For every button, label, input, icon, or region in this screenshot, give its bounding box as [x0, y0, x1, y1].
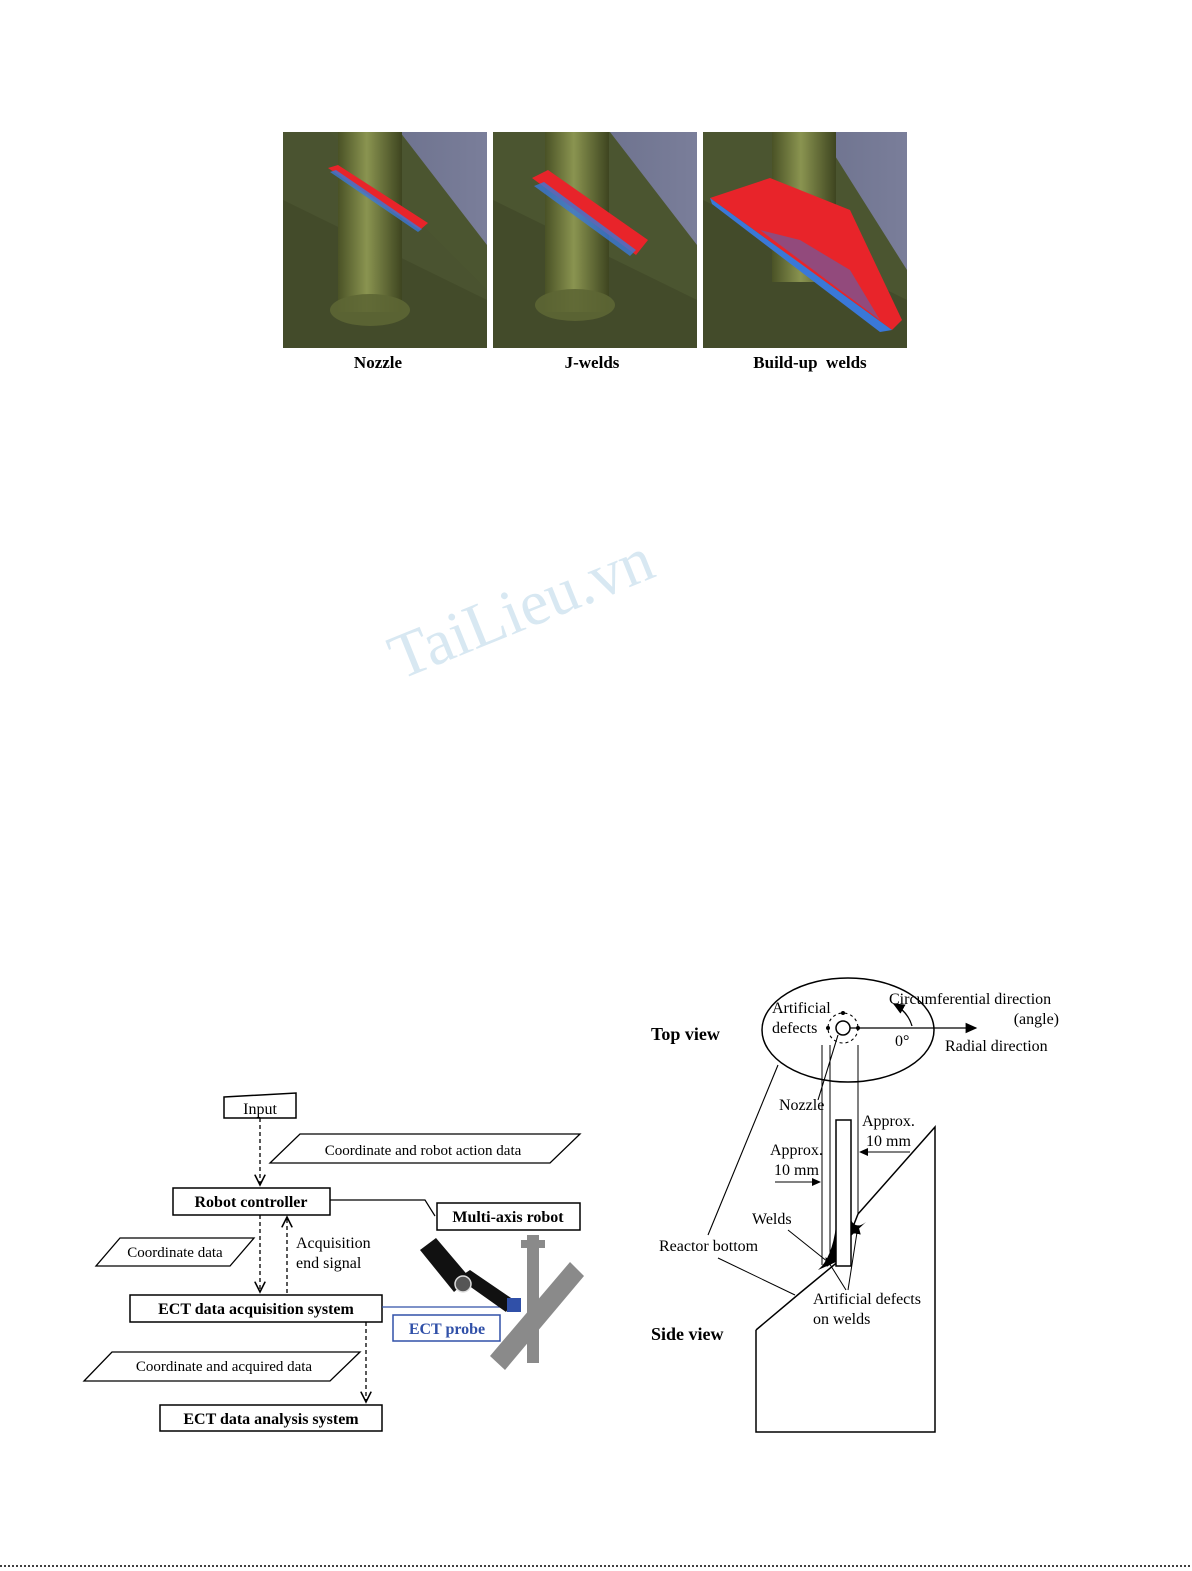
- render-panel-jwelds: [493, 132, 697, 348]
- approx-left-label-2: 10 mm: [774, 1162, 819, 1179]
- artificial-defects-label-1: Artificial: [772, 1000, 831, 1017]
- ect-analysis-label: ECT data analysis system: [183, 1411, 359, 1428]
- welds-leader: [787, 1229, 829, 1263]
- defects-on-welds-label-1: Artificial defects: [813, 1291, 921, 1308]
- radial-direction-label: Radial direction: [945, 1038, 1048, 1055]
- ect-acquisition-label: ECT data acquisition system: [158, 1301, 354, 1318]
- render-panel-nozzle: [283, 132, 487, 348]
- coordinate-data-label: Coordinate data: [127, 1245, 223, 1261]
- watermark: TaiLieu.vn: [379, 523, 663, 693]
- coord-action-data-node: [268, 1133, 582, 1164]
- render-panel-buildup-welds: [703, 132, 907, 348]
- input-node: [223, 1092, 297, 1119]
- robot-illustration: [420, 1235, 584, 1370]
- controller-to-robot-line: [330, 1199, 436, 1217]
- coord-acquired-data-node: [82, 1351, 362, 1382]
- reactor-bottom-label: Reactor bottom: [659, 1238, 759, 1255]
- artificial-defects-label-2: defects: [772, 1020, 817, 1037]
- circumferential-arrow: [892, 1003, 913, 1027]
- side-view-nozzle: [835, 1119, 852, 1267]
- top-to-side-leader-left: [707, 1064, 779, 1236]
- approx-right-label-2: 10 mm: [866, 1133, 911, 1150]
- ect-acquisition-node: [129, 1294, 383, 1323]
- reactor-bottom-outline: [755, 1125, 936, 1433]
- ect-probe-label: ECT probe: [409, 1321, 485, 1338]
- welds-label: Welds: [752, 1211, 792, 1228]
- multi-axis-robot-node: [436, 1202, 581, 1231]
- side-view-weld-left: [818, 1226, 836, 1270]
- coordinate-data-node: [94, 1237, 256, 1267]
- multi-axis-robot-label: Multi-axis robot: [452, 1209, 564, 1226]
- top-view-nozzle-circle: [835, 1020, 851, 1036]
- top-view-ellipse: [761, 977, 935, 1083]
- coord-acquired-data-label: Coordinate and acquired data: [136, 1359, 313, 1375]
- coord-action-data-label: Coordinate and robot action data: [325, 1143, 522, 1159]
- robot-controller-label: Robot controller: [194, 1194, 307, 1211]
- approx-right-label-1: Approx.: [862, 1113, 915, 1130]
- nozzle-leader: [817, 1034, 839, 1101]
- ect-analysis-node: [159, 1404, 383, 1432]
- defect-dot-1: [826, 1026, 830, 1030]
- panel-label-buildup-welds: Build-up welds: [753, 353, 867, 372]
- defect-dot-3: [841, 1011, 845, 1015]
- circumferential-label-2: (angle): [1014, 1011, 1059, 1028]
- acq-end-signal-label-1: Acquisition: [296, 1235, 371, 1252]
- zero-degree-label: 0°: [895, 1033, 909, 1050]
- side-view-weld-right: [851, 1220, 866, 1236]
- approx-left-label-1: Approx.: [770, 1142, 823, 1159]
- circumferential-label-1: Circumferential direction: [889, 991, 1051, 1008]
- defects-on-welds-label-2: on welds: [813, 1311, 870, 1328]
- input-label: Input: [243, 1101, 277, 1118]
- nozzle-label: Nozzle: [779, 1097, 824, 1114]
- top-view-label: Top view: [651, 1024, 720, 1044]
- acq-end-signal-label-2: end signal: [296, 1255, 362, 1272]
- robot-controller-node: [172, 1187, 331, 1216]
- panel-label-jwelds: J-welds: [565, 353, 620, 372]
- panel-label-nozzle: Nozzle: [354, 353, 403, 372]
- side-view-label: Side view: [651, 1324, 724, 1344]
- defect-arrow-1: [825, 1257, 847, 1291]
- reactor-bottom-leader: [717, 1257, 796, 1296]
- ect-probe-node: [392, 1314, 501, 1342]
- defect-arrow-2: [847, 1225, 861, 1291]
